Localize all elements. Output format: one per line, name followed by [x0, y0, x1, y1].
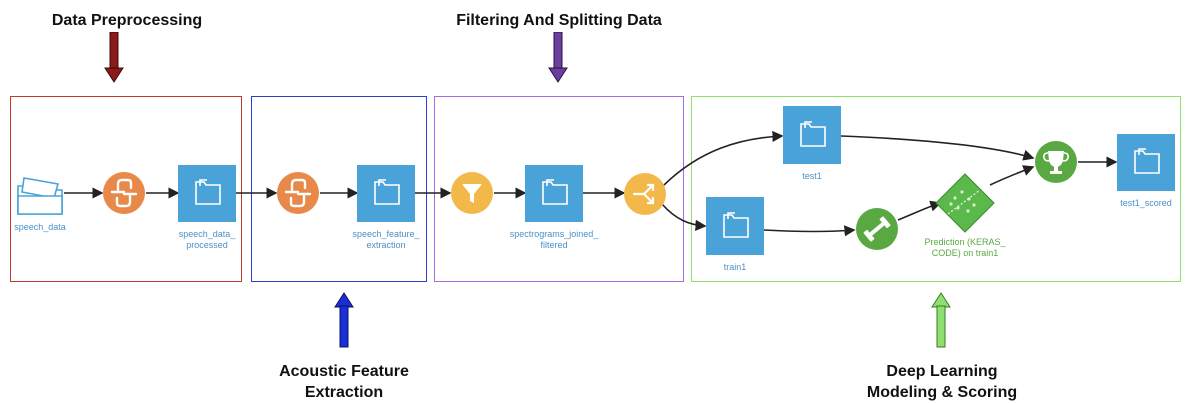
folder-icon — [800, 121, 826, 147]
split-icon — [632, 183, 655, 205]
deep-learning-section — [691, 96, 1181, 282]
node-filter-recipe[interactable] — [451, 172, 493, 214]
flow-edges — [64, 130, 1118, 237]
node-prediction-model[interactable] — [935, 173, 995, 233]
label-line: extraction — [366, 240, 406, 250]
model-icon — [949, 190, 976, 213]
label-line: spectrograms_joined_ — [509, 229, 599, 239]
label-line: processed — [186, 240, 228, 250]
stage-title-line: Extraction — [304, 384, 384, 401]
preprocessing-arrow — [104, 32, 124, 83]
filter-icon — [462, 184, 482, 203]
acoustic-arrow — [334, 292, 354, 348]
label-speech-data: speech_data — [14, 222, 66, 232]
node-python-recipe-2[interactable] — [277, 172, 319, 214]
node-train1[interactable] — [706, 197, 764, 255]
python-recipe-icon — [110, 178, 138, 208]
label-line: CODE) on train1 — [931, 248, 999, 258]
node-speech-feature-extraction[interactable] — [357, 165, 415, 222]
edge — [897, 200, 942, 221]
label-line: speech_data_ — [178, 229, 236, 239]
edge — [661, 203, 707, 231]
edge — [763, 225, 856, 237]
node-python-recipe-1[interactable] — [103, 172, 145, 214]
node-test1[interactable] — [783, 106, 841, 164]
filtering-section — [434, 96, 684, 282]
filtering-arrow — [548, 32, 568, 83]
edge — [663, 130, 784, 186]
stage-title-line: Deep Learning — [886, 363, 998, 380]
stage-title-filtering-splitting: Filtering And Splitting Data — [456, 12, 662, 29]
folder-icon — [723, 212, 749, 238]
node-score-recipe[interactable] — [1035, 141, 1077, 183]
preprocessing-section — [10, 96, 242, 282]
stage-title-acoustic-feature-extraction: Acoustic Feature Extraction — [262, 361, 426, 403]
edge — [989, 165, 1035, 186]
label-train1: train1 — [723, 262, 747, 272]
node-spectrograms-joined-filtered[interactable] — [525, 165, 583, 222]
edge — [840, 135, 1035, 161]
label-speech-data-processed: speech_data_ processed — [147, 229, 267, 251]
node-test1-scored[interactable] — [1117, 134, 1175, 191]
trophy-icon — [1043, 151, 1069, 174]
stage-title-data-preprocessing: Data Preprocessing — [51, 12, 203, 29]
deep-learning-arrow — [931, 292, 951, 348]
folder-icon — [195, 179, 221, 205]
folder-icon — [374, 179, 400, 205]
acoustic-section — [251, 96, 427, 282]
label-prediction-model: Prediction (KERAS_ CODE) on train1 — [905, 237, 1025, 259]
model-icon-line — [947, 189, 981, 215]
node-speech-data-processed[interactable] — [178, 165, 236, 222]
label-test1: test1 — [802, 171, 822, 181]
node-train-recipe[interactable] — [856, 208, 898, 250]
dumbbell-icon — [863, 216, 891, 242]
python-recipe-icon — [284, 178, 312, 208]
folder-icon — [542, 179, 568, 205]
label-test1-scored: test1_scored — [1120, 198, 1172, 208]
stage-title-line: Acoustic Feature — [279, 363, 409, 380]
label-speech-feature-extraction: speech_feature_ extraction — [326, 229, 446, 251]
node-split-recipe[interactable] — [624, 173, 666, 215]
stage-title-line: Modeling & Scoring — [866, 384, 1018, 401]
label-spectrograms-joined-filtered: spectrograms_joined_ filtered — [494, 229, 614, 251]
stage-title-deep-learning: Deep Learning Modeling & Scoring — [852, 361, 1032, 403]
label-line: Prediction (KERAS_ — [924, 237, 1006, 247]
label-line: filtered — [540, 240, 568, 250]
node-speech-data[interactable] — [17, 177, 63, 215]
folder-icon — [1134, 148, 1160, 174]
label-line: speech_feature_ — [352, 229, 420, 239]
open-folder-icon — [17, 177, 63, 215]
